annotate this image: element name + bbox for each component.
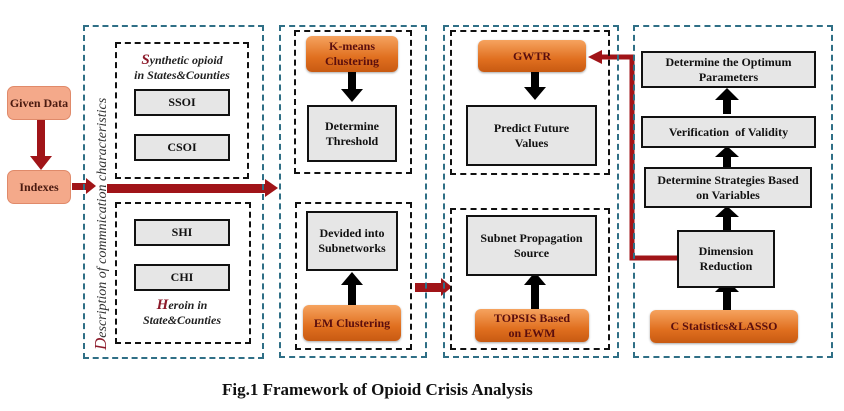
validity-label: Verification of Validity — [668, 124, 789, 139]
ssoi-label: SSOI — [168, 95, 196, 109]
optimum-box: Determine the Optimum Parameters — [641, 51, 816, 88]
panel-strategy — [633, 25, 833, 358]
arrow-em-to-subnetworks-shaft — [348, 283, 356, 307]
predict-box: Predict Future Values — [466, 105, 597, 166]
arrow-kmeans-to-threshold-head — [341, 89, 363, 102]
arrow-gwtr-to-predict-head — [524, 87, 546, 100]
em-group — [295, 202, 412, 350]
heroin-subtitle: State&Counties — [142, 313, 222, 327]
threshold-box: Determine Threshold — [307, 105, 397, 162]
feedback-arrow-head — [588, 50, 602, 64]
synthetic-subtitle: in States&Counties — [134, 68, 230, 82]
heroin-title-rest: eroin in — [168, 298, 208, 312]
indexes-label: Indexes — [19, 179, 59, 194]
arrow-dimension-to-strategies-shaft — [723, 214, 731, 231]
topsis-label: TOPSIS Based on EWM — [493, 310, 571, 340]
heroin-title: Heroin in State&Counties — [117, 298, 247, 328]
strategies-label: Determine Strategies Based on Variables — [657, 172, 799, 202]
vertical-label-initial: D — [91, 337, 110, 350]
em-clustering-box: EM Clustering — [303, 305, 401, 341]
figure-caption: Fig.1 Framework of Opioid Crisis Analysi… — [222, 380, 533, 399]
dimension-box: Dimension Reduction — [677, 230, 775, 288]
arrow-indexes-to-panel1-head — [86, 178, 96, 194]
heroin-group — [115, 202, 251, 344]
arrow-panel2-to-panel3-shaft — [415, 283, 443, 292]
panel-clustering — [279, 25, 427, 358]
subnet-source-box: Subnet Propagation Source — [466, 215, 597, 276]
synthetic-initial: S — [141, 52, 150, 68]
chi-box: CHI — [134, 264, 230, 291]
panel-prediction — [443, 25, 619, 358]
synthetic-title-rest: ynthetic opioid — [149, 53, 223, 67]
arrow-indexes-to-panel1-shaft — [72, 183, 88, 190]
synthetic-opioid-group — [115, 42, 249, 179]
subnetworks-label: Devided into Subnetworks — [318, 226, 386, 255]
heroin-initial: H — [156, 297, 169, 313]
arrow-validity-to-optimum-shaft — [723, 98, 731, 114]
indexes-box: Indexes — [7, 170, 71, 204]
arrow-gwtr-to-predict-shaft — [531, 72, 539, 88]
given-data-label: Given Data — [9, 95, 69, 110]
arrow-panel1-to-panel2-shaft — [107, 184, 267, 193]
arrow-em-to-subnetworks-head — [341, 272, 363, 285]
topsis-box: TOPSIS Based on EWM — [475, 309, 589, 342]
vertical-label-text: escription of commnication characteristi… — [95, 97, 110, 338]
arrow-panel1-to-panel2-head — [265, 179, 278, 197]
validity-box: Verification of Validity — [641, 116, 816, 148]
arrow-strategies-to-validity-head — [715, 146, 739, 157]
arrow-validity-to-optimum-head — [715, 88, 739, 100]
gwtr-group — [450, 30, 610, 175]
strategies-box: Determine Strategies Based on Variables — [644, 167, 812, 208]
shi-label: SHI — [171, 225, 193, 239]
chi-label: CHI — [170, 270, 194, 284]
panel1-vertical-label: Description of commnication characterist… — [91, 98, 111, 350]
threshold-label: Determine Threshold — [325, 118, 379, 148]
arrow-lasso-to-dimension-shaft — [723, 288, 731, 310]
gwtr-label: GWTR — [512, 48, 551, 63]
kmeans-label: K-means Clustering — [325, 39, 379, 68]
lasso-label: C Statistics&LASSO — [670, 319, 778, 333]
topsis-group — [450, 208, 610, 350]
synthetic-opioid-title: Synthetic opioid in States&Counties — [117, 53, 247, 83]
csoi-box: CSOI — [134, 134, 230, 161]
arrow-topsis-to-source-head — [524, 272, 546, 285]
ssoi-box: SSOI — [134, 89, 230, 116]
panel-communication-characteristics — [83, 25, 264, 359]
optimum-label: Determine the Optimum Parameters — [665, 54, 792, 84]
arrow-given-to-indexes-shaft — [37, 116, 45, 158]
arrow-given-to-indexes-head — [30, 156, 52, 170]
given-data-box: Given Data — [7, 86, 71, 120]
dimension-label: Dimension Reduction — [698, 244, 754, 273]
gwtr-box: GWTR — [478, 40, 586, 72]
kmeans-box: K-means Clustering — [306, 36, 398, 72]
em-clustering-label: EM Clustering — [313, 315, 391, 330]
feedback-line-dimension-to-gwtr — [600, 54, 678, 261]
kmeans-group — [294, 30, 412, 174]
subnet-source-label: Subnet Propagation Source — [480, 230, 583, 260]
shi-box: SHI — [134, 219, 230, 246]
csoi-label: CSOI — [167, 140, 197, 154]
subnetworks-box: Devided into Subnetworks — [306, 211, 398, 271]
arrow-dimension-to-strategies-head — [715, 206, 739, 217]
arrow-kmeans-to-threshold-shaft — [348, 70, 356, 90]
predict-label: Predict Future Values — [493, 120, 570, 150]
lasso-box: C Statistics&LASSO — [650, 310, 798, 343]
arrow-topsis-to-source-shaft — [531, 283, 539, 309]
arrow-strategies-to-validity-shaft — [723, 154, 731, 168]
